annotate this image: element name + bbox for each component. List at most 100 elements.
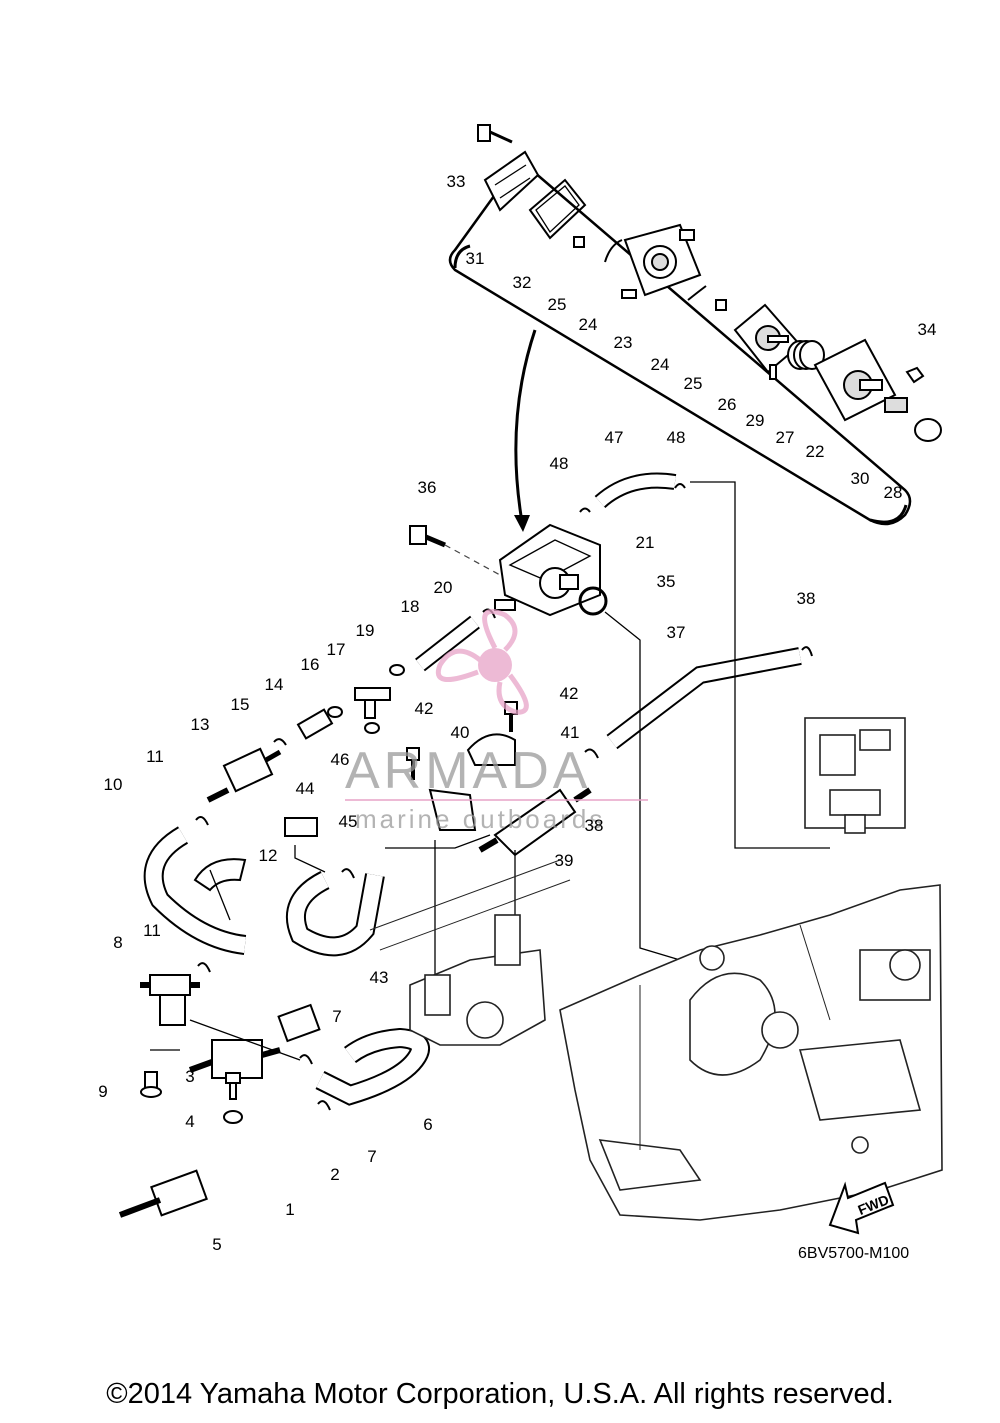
callout-20: 20 — [434, 578, 453, 597]
callout-26: 26 — [718, 395, 737, 414]
clip-38a — [801, 646, 813, 657]
callout-8: 8 — [113, 933, 122, 952]
callout-11: 11 — [146, 747, 164, 766]
callout-37: 37 — [667, 623, 686, 642]
clip-16 — [327, 706, 343, 718]
pump-body-23 — [621, 223, 702, 299]
callout-22: 22 — [806, 442, 825, 461]
callout-32: 32 — [513, 273, 532, 292]
callout-10: 10 — [104, 775, 123, 794]
callout-33: 33 — [447, 172, 466, 191]
callout-40: 40 — [451, 723, 470, 742]
hose-47 — [594, 472, 677, 509]
clamp-41 — [466, 733, 516, 766]
callout-12: 12 — [259, 846, 278, 865]
callout-16: 16 — [301, 655, 320, 674]
pump-gasket-32 — [528, 178, 587, 240]
callout-9: 9 — [98, 1082, 107, 1101]
callout-25: 25 — [548, 295, 567, 314]
callout-6: 6 — [423, 1115, 432, 1134]
spring-27 — [787, 340, 825, 370]
check-valve-24b — [687, 285, 707, 301]
callout-31: 31 — [466, 249, 485, 268]
callout-4: 4 — [185, 1112, 194, 1131]
callout-21: 21 — [636, 533, 655, 552]
callout-42: 42 — [415, 699, 434, 718]
nut-34 — [905, 366, 925, 384]
callout-47: 47 — [605, 428, 624, 447]
pin-29 — [769, 364, 777, 380]
holder-44 — [284, 817, 318, 837]
watermark-title: ARMADA — [345, 742, 591, 800]
callout-23: 23 — [614, 333, 633, 352]
callout-1: 1 — [285, 1200, 294, 1219]
callout-28: 28 — [884, 483, 903, 502]
hose-43 — [286, 871, 385, 957]
spring-30 — [884, 397, 908, 413]
callout-7: 7 — [367, 1147, 376, 1166]
screw-3 — [225, 1072, 241, 1100]
watermark-subtitle: marine outboards — [355, 804, 605, 834]
callout-5: 5 — [212, 1235, 221, 1254]
callout-29: 29 — [746, 411, 765, 430]
screw-25b — [715, 299, 727, 311]
callout-17: 17 — [327, 640, 346, 659]
callout-42: 42 — [560, 684, 579, 703]
callout-44: 44 — [296, 779, 315, 798]
hose-14 — [296, 708, 334, 740]
callout-30: 30 — [851, 469, 870, 488]
clip-46 — [364, 722, 380, 734]
clamp-12 — [193, 858, 247, 892]
armada-watermark-logo: ARMADA marine outboards — [345, 608, 648, 834]
diagram-code: 6BV5700-M100 — [798, 1245, 910, 1262]
hose-10 — [143, 826, 247, 955]
callout-46: 46 — [331, 750, 350, 769]
callout-7: 7 — [332, 1007, 341, 1026]
callout-38: 38 — [585, 816, 604, 835]
clip-11a — [195, 815, 209, 826]
clip-38b — [584, 748, 599, 759]
callout-14: 14 — [265, 675, 284, 694]
washer-4 — [223, 1110, 243, 1124]
clip-11b — [197, 962, 211, 973]
bolt-33 — [477, 124, 513, 144]
callout-27: 27 — [776, 428, 795, 447]
clip-7a — [299, 1054, 313, 1065]
callout-18: 18 — [401, 597, 420, 616]
hose-6 — [315, 1027, 430, 1106]
engine-block — [559, 884, 943, 1221]
fuel-joint-8 — [140, 974, 200, 1026]
hose-37 — [606, 647, 802, 750]
copyright-notice: ©2014 Yamaha Motor Corporation, U.S.A. A… — [106, 1378, 894, 1410]
callout-2: 2 — [330, 1165, 339, 1184]
callout-15: 15 — [231, 695, 250, 714]
pump-cover-plate-31 — [483, 150, 540, 212]
callout-43: 43 — [370, 968, 389, 987]
clip-48a — [579, 507, 591, 513]
bolt-42a — [406, 747, 420, 780]
callout-13: 13 — [191, 715, 210, 734]
o-ring-35 — [578, 586, 608, 616]
fwd-arrow-icon: FWD — [828, 1181, 895, 1235]
callout-3: 3 — [185, 1067, 194, 1086]
bolt-9 — [140, 1071, 162, 1098]
screw-25a — [573, 236, 585, 248]
cap-28 — [914, 418, 942, 442]
callout-35: 35 — [657, 572, 676, 591]
callout-11: 11 — [143, 921, 161, 940]
fuel-pump-21 — [494, 523, 601, 617]
callout-24: 24 — [579, 315, 598, 334]
callout-25: 25 — [684, 374, 703, 393]
callout-48: 48 — [667, 428, 686, 447]
callout-19: 19 — [356, 621, 375, 640]
bolt-36 — [409, 525, 501, 576]
fuel-filter-13 — [206, 747, 282, 803]
clip-48b — [674, 483, 686, 489]
clip-45 — [341, 868, 355, 879]
carburetor — [804, 717, 906, 834]
callout-36: 36 — [418, 478, 437, 497]
pump-body-22 — [813, 338, 897, 422]
callout-45: 45 — [339, 812, 358, 831]
t-joint-17 — [354, 687, 391, 719]
